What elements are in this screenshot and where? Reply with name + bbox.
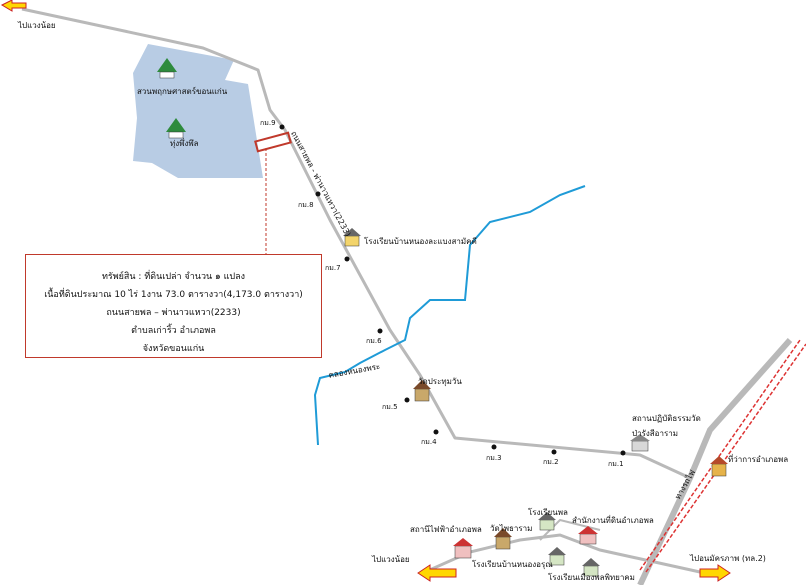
arrow-left-icon bbox=[417, 564, 457, 582]
km-label: กม.7 bbox=[325, 264, 341, 272]
district-office-label: ที่ว่าการอำเภอพล bbox=[728, 455, 789, 464]
tree-icon bbox=[157, 58, 177, 79]
land-plot-marker bbox=[254, 131, 292, 153]
dharma-place-label-1: สถานปฏิบัติธรรมวัด bbox=[632, 414, 701, 423]
dharma-place-label-2: ป่ารังสีอาราม bbox=[632, 429, 679, 438]
info-line: ตำบลเก่าริ้ว อำเภอพล bbox=[131, 326, 216, 336]
km-label: กม.6 bbox=[366, 337, 382, 345]
info-line: เนื้อที่ดินประมาณ 10 ไร่ 1งาน 73.0 ตาราง… bbox=[44, 290, 303, 300]
destination-label: ไปแวงน้อย bbox=[372, 555, 410, 564]
property-info-box: ทรัพย์สิน : ที่ดินเปล่า จำนวน ๑ แปลง เนื… bbox=[25, 254, 322, 358]
forest-park-label: สวนพฤกษศาสตร์ขอนแก่น bbox=[137, 87, 228, 96]
school-2-label: โรงเรียนพล bbox=[528, 508, 568, 517]
temple-icon bbox=[494, 528, 512, 550]
info-line: ทรัพย์สิน : ที่ดินเปล่า จำนวน ๑ แปลง bbox=[101, 272, 246, 282]
school-1-label: โรงเรียนบ้านหนองละแบงสามัคคี bbox=[364, 237, 477, 246]
km-label: กม.8 bbox=[298, 201, 314, 209]
info-line: ถนนสายพล – พ่านาวแหวา(2233) bbox=[106, 308, 241, 318]
side-road bbox=[539, 518, 601, 541]
arrow-right-icon bbox=[699, 564, 731, 582]
destination-label: ไปแวงน้อย bbox=[18, 21, 56, 30]
info-line: จังหวัดขอนแก่น bbox=[142, 344, 205, 354]
km-label: กม.3 bbox=[486, 454, 502, 462]
km-label: กม.5 bbox=[382, 403, 398, 411]
school-icon bbox=[582, 558, 600, 577]
school-icon bbox=[538, 512, 556, 531]
temple-1-label: วัดประทุมวัน bbox=[418, 377, 462, 386]
office-icon bbox=[578, 526, 598, 545]
destination-label: ไปอนมัครภาพ (ทล.2) bbox=[690, 554, 766, 563]
land-office-label: สำนักงานที่ดินอำเภอพล bbox=[572, 516, 654, 525]
km-label: กม.1 bbox=[608, 460, 624, 468]
dharma-place-icon bbox=[630, 434, 650, 452]
river bbox=[313, 185, 586, 446]
km-label: กม.9 bbox=[260, 119, 276, 127]
temple-2-label: วัดไพธาราม bbox=[490, 524, 533, 533]
km-label: กม.4 bbox=[421, 438, 437, 446]
electricity-office-label: สถานีไฟฟ้าอำเภอพล bbox=[410, 525, 482, 534]
arrow-left-icon bbox=[0, 0, 27, 12]
tree-icon bbox=[166, 118, 186, 139]
district-office-icon bbox=[710, 456, 728, 477]
school-icon bbox=[548, 547, 566, 566]
highway-road bbox=[637, 338, 793, 585]
temple-icon bbox=[413, 380, 431, 402]
main-road bbox=[21, 7, 691, 480]
field-label: ทุ่งพึ่งพึล bbox=[170, 139, 199, 148]
school-icon bbox=[343, 228, 361, 247]
electricity-office-icon bbox=[453, 538, 473, 559]
km-dots bbox=[279, 124, 626, 456]
railway-line bbox=[639, 339, 806, 573]
km-label: กม.2 bbox=[543, 458, 559, 466]
school-4-label: โรงเรียนเมืองพลพิทยาคม bbox=[548, 573, 635, 582]
school-3-label: โรงเรียนบ้านหนองอรุณ bbox=[472, 560, 553, 569]
